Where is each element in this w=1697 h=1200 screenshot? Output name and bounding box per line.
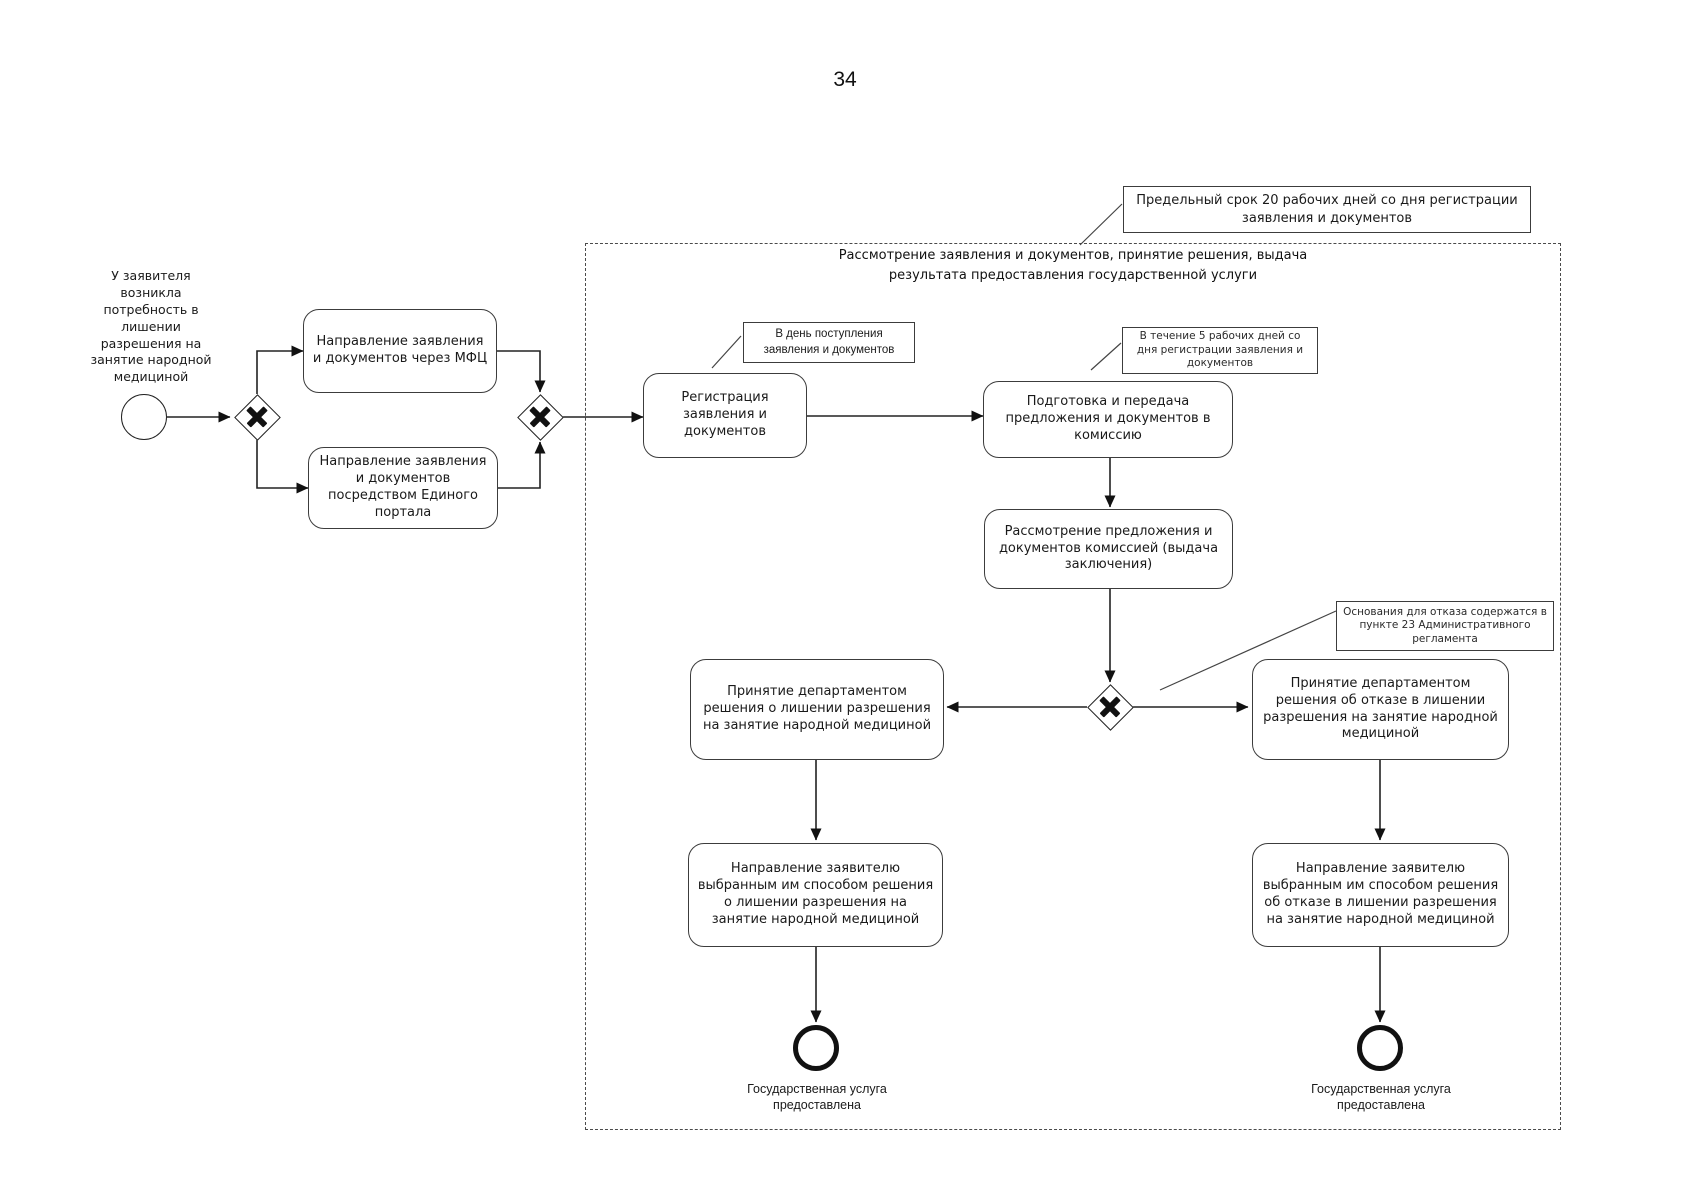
subprocess-container [585, 243, 1561, 1130]
end-event-right-label: Государственная услуга предоставлена [1311, 1082, 1451, 1112]
task-send-decision-refuse: Направление заявителю выбранным им спосо… [1252, 843, 1509, 947]
task-prepare-proposal: Подготовка и передача предложения и доку… [983, 381, 1233, 458]
task-send-decision-revoke: Направление заявителю выбранным им спосо… [688, 843, 943, 947]
annotation-refusal-grounds: Основания для отказа содержатся в пункте… [1336, 601, 1554, 651]
end-event-left [793, 1025, 839, 1071]
start-event [121, 394, 167, 440]
task-send-via-portal: Направление заявления и документов посре… [308, 447, 498, 529]
end-event-right [1357, 1025, 1403, 1071]
task-send-via-mfc: Направление заявления и документов через… [303, 309, 497, 393]
annotation-five-days: В течение 5 рабочих дней со дня регистра… [1122, 327, 1318, 374]
end-event-left-label: Государственная услуга предоставлена [747, 1082, 887, 1112]
annotation-deadline: Предельный срок 20 рабочих дней со дня р… [1123, 186, 1531, 233]
annotation-same-day: В день поступления заявления и документо… [743, 322, 915, 363]
start-event-label: У заявителя возникла потребность в лишен… [90, 268, 212, 385]
exclusive-gateway-merge [517, 394, 564, 441]
task-commission-review: Рассмотрение предложения и документов ко… [984, 509, 1233, 589]
task-registration: Регистрация заявления и документов [643, 373, 807, 458]
task-decision-refuse: Принятие департаментом решения об отказе… [1252, 659, 1509, 760]
task-decision-revoke: Принятие департаментом решения о лишении… [690, 659, 944, 760]
subprocess-title: Рассмотрение заявления и документов, при… [838, 248, 1308, 283]
page-number: 34 [833, 68, 857, 91]
exclusive-gateway-split [234, 394, 281, 441]
exclusive-gateway-decision [1087, 684, 1134, 731]
